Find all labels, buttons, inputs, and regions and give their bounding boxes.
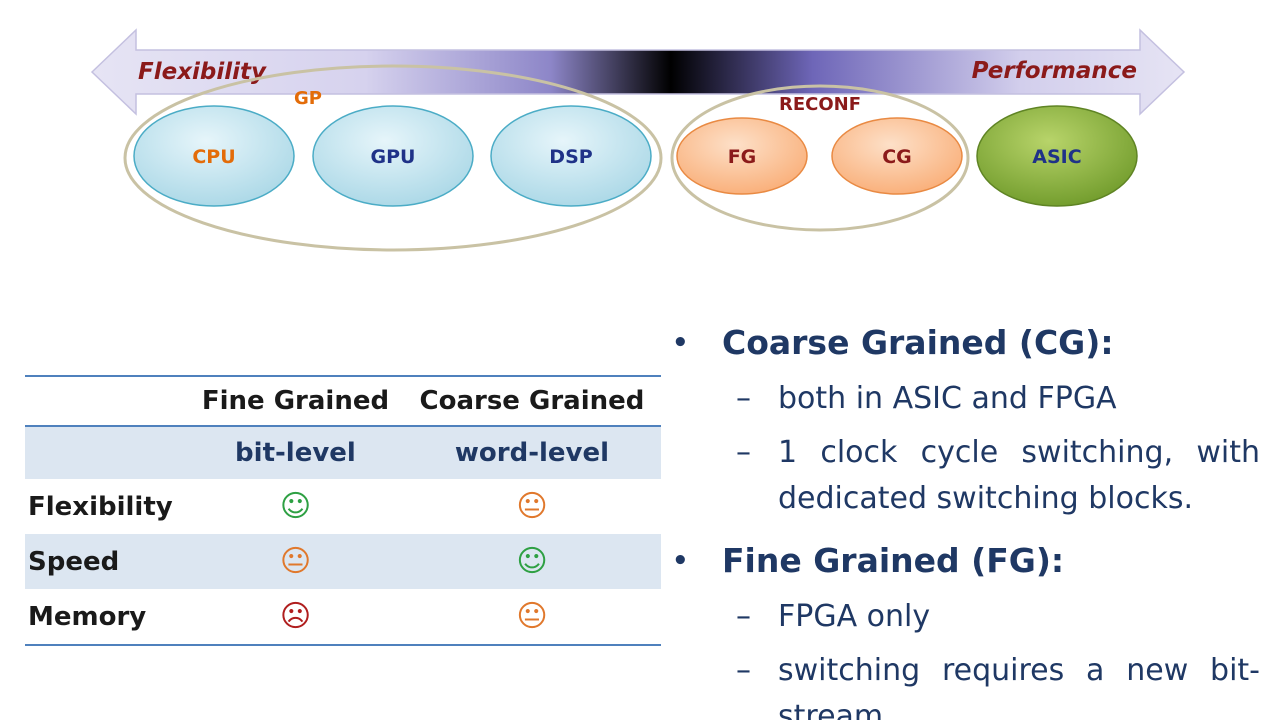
sub-bullet: – switching requires a new bit-stream bbox=[666, 648, 1266, 720]
sub-bullet-text: 1 clock cycle switching, with dedicated … bbox=[778, 435, 1260, 516]
bullet-coarse-grained: • Coarse Grained (CG): bbox=[666, 318, 1266, 368]
sub-bullet: – FPGA only bbox=[666, 594, 1266, 640]
node-fg bbox=[676, 117, 808, 195]
cell-coarse-memory: 😐 bbox=[402, 589, 661, 646]
subheader-blank bbox=[25, 425, 188, 479]
bullet-dot-icon: • bbox=[672, 546, 689, 576]
dash-icon: – bbox=[736, 653, 751, 688]
subheader-word-level: word-level bbox=[402, 425, 661, 479]
sub-bullet-text: switching requires a new bit-stream bbox=[778, 653, 1260, 720]
header-fine-grained: Fine Grained bbox=[188, 375, 403, 426]
group-gp-label: GP bbox=[294, 88, 322, 109]
node-gpu-label: GPU bbox=[371, 146, 416, 168]
table-subheader-row: bit-level word-level bbox=[25, 425, 661, 479]
group-gp-outline bbox=[123, 64, 663, 252]
row-label-speed: Speed bbox=[25, 534, 188, 589]
neutral-face-icon: 😐 bbox=[516, 488, 548, 524]
cell-fine-memory: ☹ bbox=[188, 589, 403, 646]
group-reconf-label: RECONF bbox=[779, 94, 861, 115]
bullet-title: Coarse Grained (CG): bbox=[722, 323, 1114, 362]
dash-icon: – bbox=[736, 381, 751, 416]
neutral-face-icon: 😐 bbox=[279, 543, 312, 579]
node-dsp bbox=[490, 105, 652, 207]
subheader-bit-level: bit-level bbox=[188, 425, 403, 479]
node-cpu bbox=[133, 105, 295, 207]
node-fg-label: FG bbox=[728, 146, 757, 168]
node-asic-label: ASIC bbox=[1032, 146, 1081, 168]
sub-bullet-text: both in ASIC and FPGA bbox=[778, 381, 1117, 416]
node-cpu-label: CPU bbox=[192, 146, 235, 168]
sub-bullet-text: FPGA only bbox=[778, 599, 931, 634]
node-dsp-label: DSP bbox=[549, 146, 592, 168]
bullet-title: Fine Grained (FG): bbox=[722, 541, 1065, 580]
cell-fine-speed: 😐 bbox=[188, 534, 403, 589]
dash-icon: – bbox=[736, 435, 751, 470]
sub-bullet: – 1 clock cycle switching, with dedicate… bbox=[666, 430, 1266, 522]
granularity-comparison-table: Fine Grained Coarse Grained bit-level wo… bbox=[25, 375, 661, 646]
header-coarse-grained: Coarse Grained bbox=[402, 375, 661, 426]
table-row: Flexibility ☺ 😐 bbox=[25, 479, 661, 534]
bullet-dot-icon: • bbox=[672, 328, 689, 358]
node-cg bbox=[831, 117, 963, 195]
table-header-row: Fine Grained Coarse Grained bbox=[25, 375, 661, 426]
happy-face-icon: ☺ bbox=[516, 543, 548, 579]
group-reconf-outline bbox=[670, 84, 970, 232]
node-cg-label: CG bbox=[882, 146, 912, 168]
sub-bullet: – both in ASIC and FPGA bbox=[666, 376, 1266, 422]
node-asic bbox=[976, 105, 1138, 207]
cell-coarse-speed: ☺ bbox=[402, 534, 661, 589]
node-gpu bbox=[312, 105, 474, 207]
cell-coarse-flexibility: 😐 bbox=[403, 479, 661, 534]
neutral-face-icon: 😐 bbox=[516, 598, 548, 634]
table-row: Memory ☹ 😐 bbox=[25, 589, 661, 646]
double-arrow bbox=[90, 28, 1186, 116]
cell-fine-flexibility: ☺ bbox=[188, 479, 403, 534]
bullet-list: • Coarse Grained (CG): – both in ASIC an… bbox=[666, 318, 1266, 720]
dash-icon: – bbox=[736, 599, 751, 634]
sad-face-icon: ☹ bbox=[279, 598, 312, 634]
happy-face-icon: ☺ bbox=[279, 488, 312, 524]
row-label-flexibility: Flexibility bbox=[28, 491, 173, 522]
bullet-fine-grained: • Fine Grained (FG): bbox=[666, 536, 1266, 586]
architecture-spectrum-diagram: Flexibility Performance GP RECONF CPU GP… bbox=[90, 28, 1186, 252]
table-row: Speed 😐 ☺ bbox=[25, 534, 661, 589]
table-header-blank bbox=[25, 375, 188, 426]
arrow-label-performance: Performance bbox=[972, 58, 1137, 84]
row-label-memory: Memory bbox=[25, 589, 188, 646]
